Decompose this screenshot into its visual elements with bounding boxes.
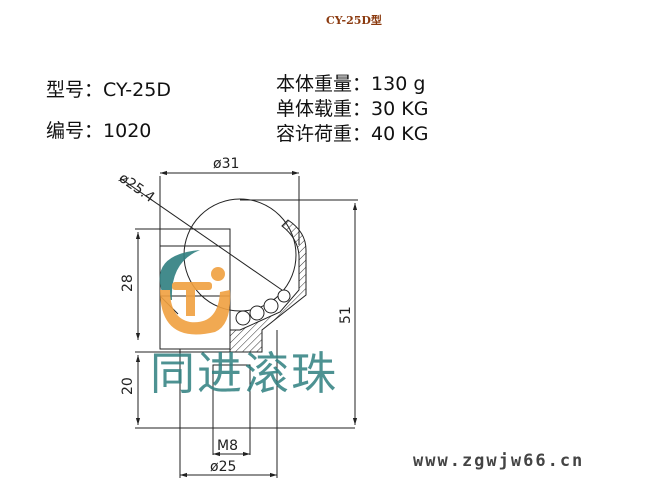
spec-unit-load: 单体载重：30 KG — [276, 97, 428, 121]
dim-base-diameter: ø25 — [210, 459, 236, 475]
spec-label: 容许荷重： — [276, 123, 372, 145]
spec-label: 本体重量： — [276, 73, 372, 95]
dim-total-height: 51 — [338, 306, 354, 324]
dim-housing-diameter: ø31 — [213, 156, 239, 172]
spec-label: 编号： — [46, 120, 104, 142]
dim-ball-diameter: ø25.4 — [116, 170, 158, 206]
spec-allowable-load: 容许荷重：40 KG — [276, 122, 428, 146]
bearing-balls — [235, 289, 291, 326]
spec-value: 130 g — [371, 73, 426, 95]
spec-model: 型号：CY-25D — [46, 78, 171, 102]
dim-upper-height: 28 — [120, 274, 136, 292]
dim-thread: M8 — [217, 438, 238, 454]
spec-weight: 本体重量：130 g — [276, 72, 425, 96]
spec-value: 30 KG — [371, 98, 429, 120]
website-url: www.zgwjw66.cn — [413, 451, 585, 471]
spec-value: CY-25D — [103, 79, 171, 101]
product-title: CY-25D型 — [326, 14, 382, 27]
logo-icon — [159, 250, 231, 335]
spec-label: 单体载重： — [276, 98, 372, 120]
watermark-text: 同进滚珠 — [150, 347, 339, 400]
spec-value: 1020 — [103, 120, 152, 142]
spec-value: 40 KG — [371, 123, 429, 145]
spec-code: 编号：1020 — [46, 119, 151, 143]
spec-label: 型号： — [46, 79, 104, 101]
dim-stud-height: 20 — [120, 377, 136, 395]
